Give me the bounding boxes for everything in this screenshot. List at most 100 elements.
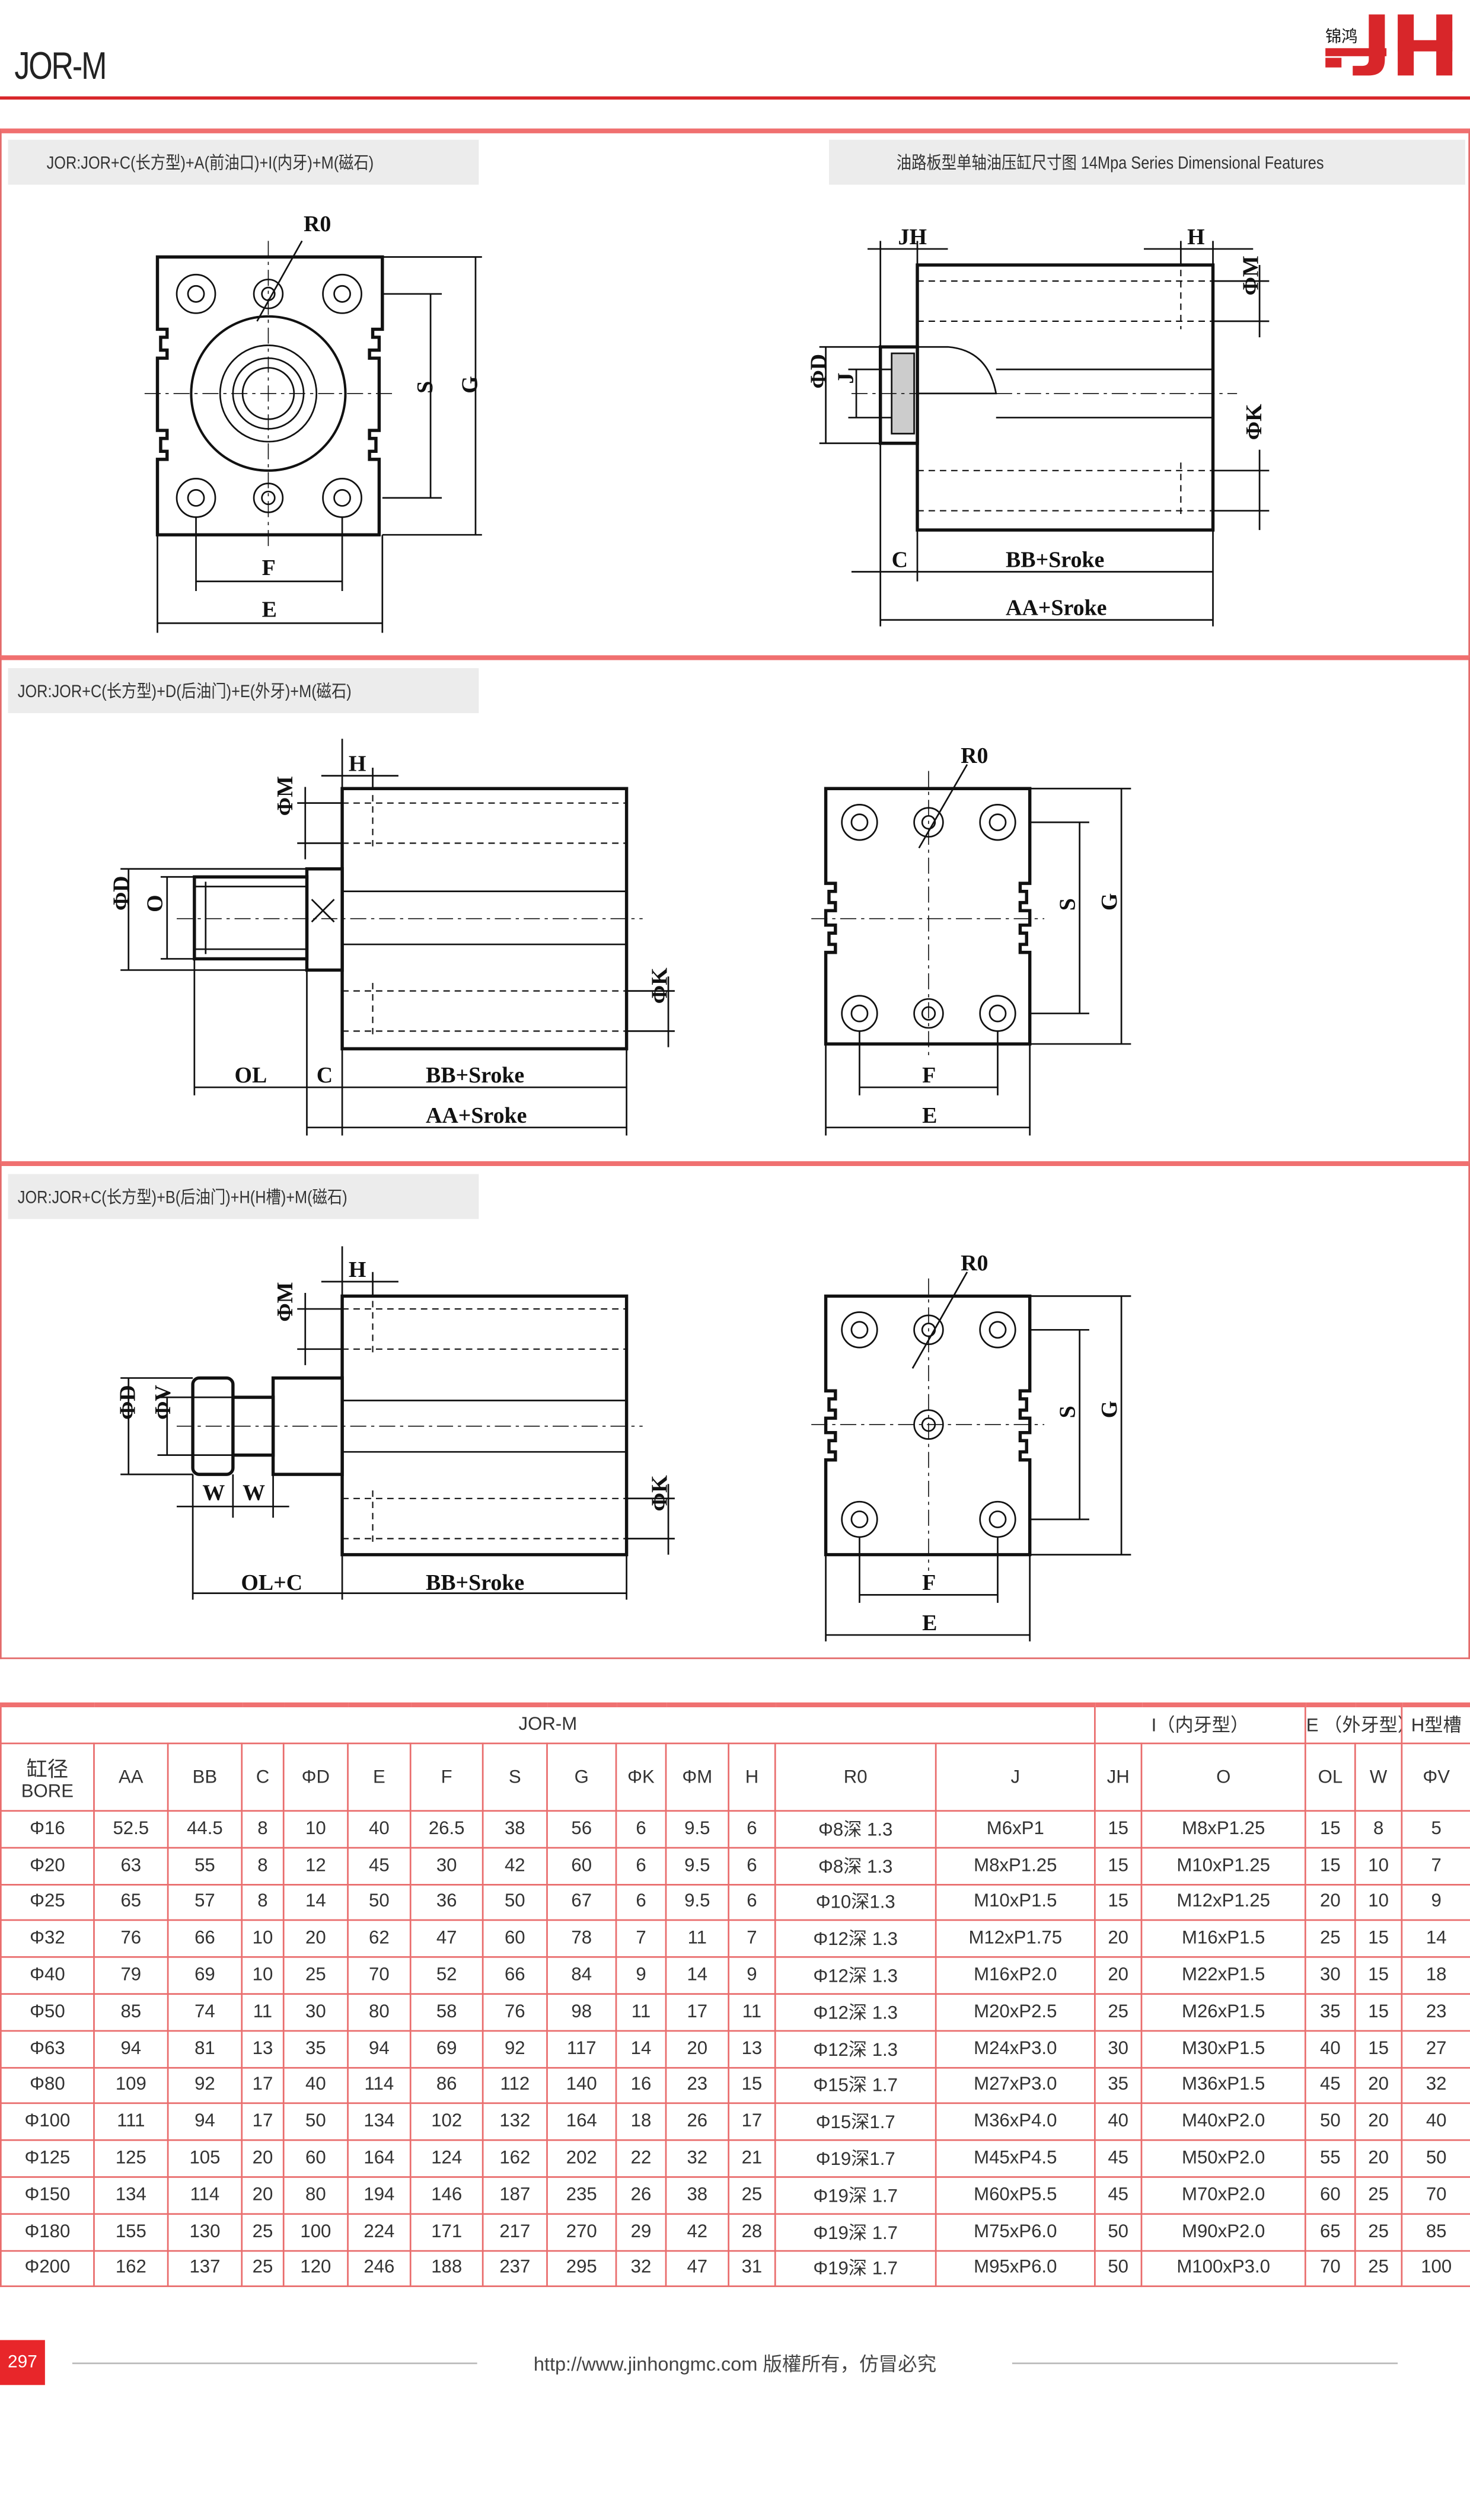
drawing-stroke [911, 1272, 968, 1369]
drawing-stroke [187, 488, 205, 507]
dimension-label: R0 [961, 1251, 988, 1276]
value-cell: 7 [728, 1919, 776, 1959]
column-header-cell: ΦD [282, 1742, 349, 1812]
panel-3-drawings: H ΦM ΦD ΦV W W ΦK OL+C BB+Sroke R0 S G [116, 1246, 1131, 1641]
value-cell: 10 [241, 1919, 285, 1959]
value-cell: 20 [665, 2029, 730, 2068]
value-cell: 6 [728, 1883, 776, 1922]
value-cell: 10 [1354, 1883, 1403, 1922]
value-cell: 15 [728, 2066, 776, 2105]
bore-cell: Φ200 [0, 2249, 95, 2288]
value-cell: 237 [482, 2249, 548, 2288]
bore-cell: Φ25 [0, 1883, 95, 1922]
value-cell: 28 [728, 2212, 776, 2251]
column-header-cell: ΦK [615, 1742, 667, 1812]
value-cell: 9.5 [665, 1810, 730, 1848]
drawing-stroke [120, 1246, 675, 1600]
value-cell: 85 [1401, 2212, 1470, 2251]
dimension-label: BB+Sroke [426, 1063, 524, 1088]
column-header-cell: S [482, 1742, 548, 1812]
value-cell: 155 [93, 2212, 169, 2251]
value-cell: 15 [1354, 1956, 1403, 1995]
value-cell: 25 [1094, 1993, 1143, 2032]
value-cell: Φ12深 1.3 [774, 1919, 937, 1959]
value-cell: 65 [1305, 2212, 1356, 2251]
column-header-cell: R0 [774, 1742, 937, 1812]
dimension-label: F [922, 1570, 936, 1595]
drawing-stroke [219, 344, 318, 443]
drawing-stroke [917, 346, 997, 395]
value-cell: 217 [482, 2212, 548, 2251]
dimension-label: E [262, 597, 277, 622]
value-cell: 57 [167, 1883, 243, 1922]
drawing-stroke [979, 804, 1016, 841]
value-cell: 50 [1094, 2249, 1143, 2288]
value-cell: 70 [347, 1956, 412, 1995]
value-cell: 55 [167, 1847, 243, 1885]
panel-1-label: JOR:JOR+C(长方型)+A(前油口)+I(内牙)+M(磁石) [8, 139, 479, 185]
dimension-label: E [922, 1611, 937, 1636]
dimension-label: JH [898, 225, 926, 250]
value-cell: 11 [615, 1993, 667, 2032]
value-cell: Φ19深1.7 [774, 2139, 937, 2178]
value-cell: 105 [167, 2139, 243, 2178]
value-cell: 15 [1094, 1847, 1143, 1885]
value-cell: 40 [282, 2066, 349, 2105]
value-cell: 114 [167, 2176, 243, 2215]
value-cell: 50 [1094, 2212, 1143, 2251]
value-cell: 92 [482, 2029, 548, 2068]
value-cell: 32 [615, 2249, 667, 2288]
value-cell: 8 [241, 1810, 285, 1848]
value-cell: 100 [1401, 2249, 1470, 2288]
value-cell: 9 [728, 1956, 776, 1995]
group-header-cell: E （外牙型） [1305, 1702, 1403, 1745]
value-cell: 20 [1094, 1919, 1143, 1959]
value-cell: 47 [665, 2249, 730, 2288]
dimension-label: ΦM [273, 776, 298, 816]
value-cell: 84 [546, 1956, 617, 1995]
value-cell: 26 [665, 2103, 730, 2141]
dimension-label: F [262, 555, 276, 580]
column-header-cell: E [347, 1742, 412, 1812]
value-cell: 134 [93, 2176, 169, 2215]
dimension-label: ΦK [647, 1475, 672, 1511]
value-cell: 66 [482, 1956, 548, 1995]
value-cell: 114 [347, 2066, 412, 2105]
value-cell: 13 [241, 2029, 285, 2068]
drawing-stroke [305, 867, 344, 972]
value-cell: 134 [347, 2103, 412, 2141]
drawing-stroke [988, 1321, 1007, 1339]
panel-3-label: JOR:JOR+C(长方型)+B(后油门)+H(H槽)+M(磁石) [8, 1174, 479, 1219]
dimension-label: R0 [304, 212, 331, 237]
value-cell: 52.5 [93, 1810, 169, 1848]
drawing-stroke [120, 739, 675, 1136]
value-cell: 162 [93, 2249, 169, 2288]
value-cell: 202 [546, 2139, 617, 2178]
value-cell: 117 [546, 2029, 617, 2068]
value-cell: 20 [282, 1919, 349, 1959]
value-cell: 6 [728, 1810, 776, 1848]
value-cell: 15 [1354, 1993, 1403, 2032]
column-header-cell: OL [1305, 1742, 1356, 1812]
value-cell: Φ12深 1.3 [774, 1956, 937, 1995]
value-cell: 94 [347, 2029, 412, 2068]
value-cell: 109 [93, 2066, 169, 2105]
value-cell: 130 [167, 2212, 243, 2251]
group-header-cell: I（内牙型） [1094, 1702, 1306, 1745]
value-cell: 50 [482, 1883, 548, 1922]
value-cell: 25 [1354, 2249, 1403, 2288]
panel-2-drawings: H ΦM ΦD O ΦK OL C BB+Sroke AA+Sroke R0 S [109, 739, 1131, 1136]
value-cell: 10 [282, 1810, 349, 1848]
dimension-label: ΦD [116, 1385, 141, 1420]
dimension-label: AA+Sroke [1006, 596, 1107, 621]
drawing-stroke [819, 241, 1270, 627]
value-cell: M36xP1.5 [1140, 2066, 1306, 2105]
value-cell: 20 [241, 2176, 285, 2215]
value-cell: M24xP3.0 [935, 2029, 1096, 2068]
value-cell: 81 [167, 2029, 243, 2068]
value-cell: 86 [409, 2066, 484, 2105]
